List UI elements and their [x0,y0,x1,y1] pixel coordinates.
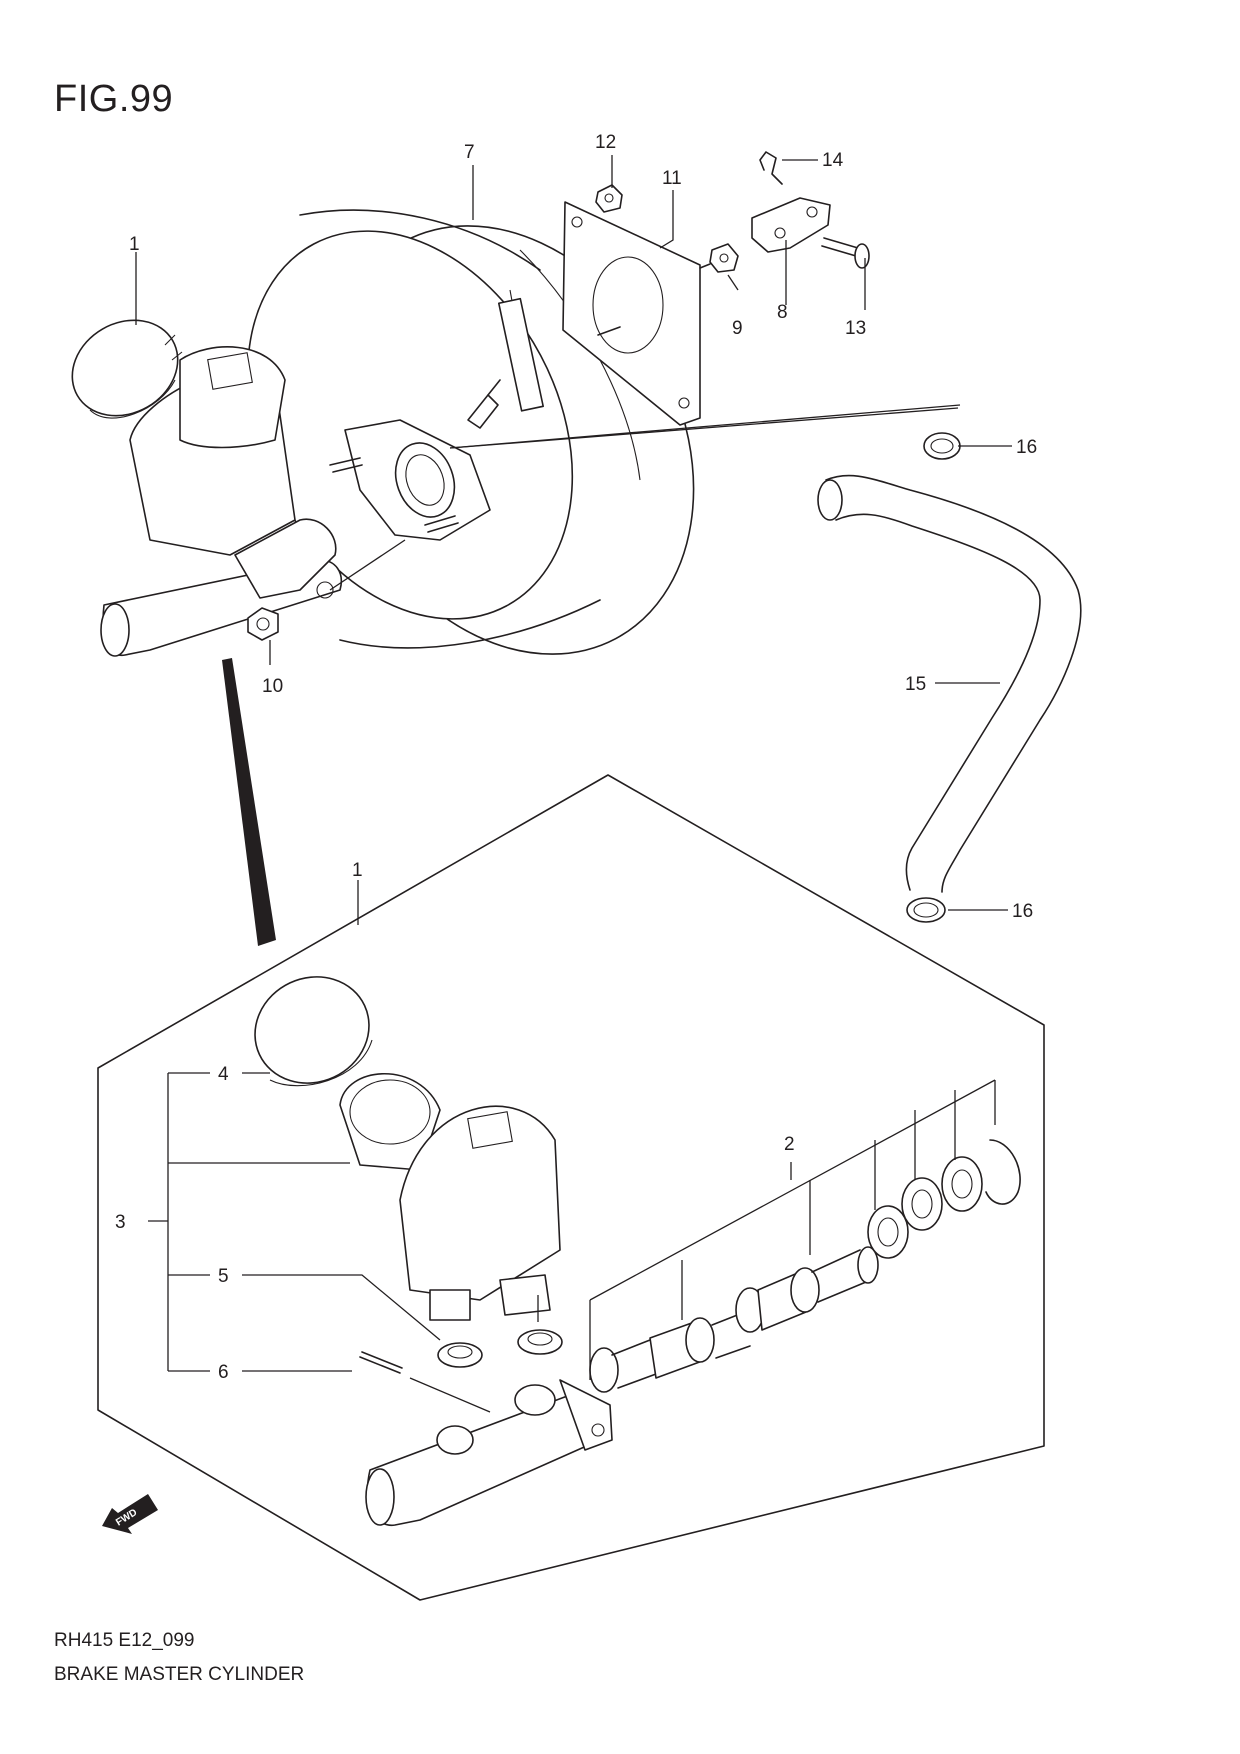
callout-8: 8 [777,302,788,323]
callout-3: 3 [115,1212,126,1233]
fwd-arrow-icon: FWD [102,1494,158,1534]
callout-1-top: 1 [129,234,140,255]
callout-7: 7 [464,142,475,163]
callout-11: 11 [662,168,682,189]
booster-gasket[interactable] [562,201,701,426]
callout-6: 6 [218,1362,229,1383]
nut-10[interactable] [247,607,279,641]
clevis-8[interactable] [751,197,831,253]
reservoir-cap-4[interactable] [237,958,386,1101]
reservoir-3[interactable] [339,1072,561,1321]
nut-9[interactable] [699,243,739,273]
master-cylinder-assembly-top[interactable] [55,302,342,657]
callout-labels: 1 7 12 11 14 9 8 13 16 10 15 1 16 4 2 3 … [115,132,1037,1383]
callout-16-bottom: 16 [1012,901,1033,922]
clip-14[interactable] [759,151,783,185]
detail-arrow [222,658,276,946]
grommet-5b[interactable] [517,1329,563,1355]
callout-14: 14 [822,150,844,171]
piston-kit-2[interactable] [589,1139,1021,1393]
diagram-caption: BRAKE MASTER CYLINDER [54,1664,305,1685]
callout-10: 10 [262,676,283,697]
callout-2: 2 [784,1134,795,1155]
detail-box [97,774,1045,1601]
pin-6[interactable] [359,1351,491,1413]
callout-13: 13 [845,318,866,339]
callout-5: 5 [218,1266,229,1287]
callout-4: 4 [218,1064,229,1085]
callout-1-box: 1 [352,860,363,881]
diagram-code: RH415 E12_099 [54,1630,195,1651]
figure-title: FIG.99 [54,78,174,120]
clevis-pin-13[interactable] [821,237,870,269]
callout-15: 15 [905,674,926,695]
callout-12: 12 [595,132,616,153]
vacuum-hose[interactable] [817,474,1082,893]
callout-16-top: 16 [1016,437,1037,458]
hose-clamp-bottom[interactable] [906,897,946,923]
grommet-5a[interactable] [437,1342,483,1368]
hose-clamp-top[interactable] [923,432,961,460]
callout-9: 9 [732,318,743,339]
leader-lines [135,155,1012,1380]
nut-12[interactable] [595,184,623,213]
master-cylinder-body[interactable] [365,1379,613,1526]
